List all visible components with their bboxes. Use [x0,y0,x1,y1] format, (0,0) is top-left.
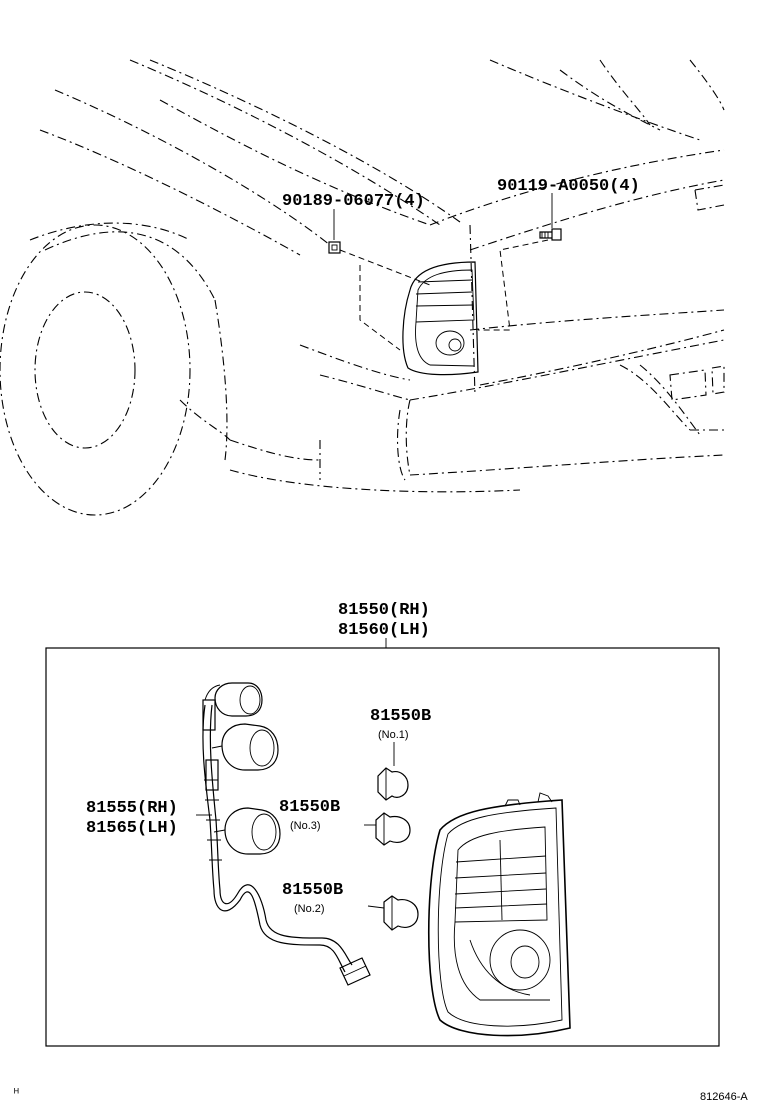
diagram-reference-code: 812646-A [700,1091,748,1103]
bulb-no1-part-number: 81550B [370,707,431,726]
screw-icon [539,228,562,241]
lamp-assembly-rh-label: 81550(RH) [338,601,430,620]
clip-part-number: 90189-06077(4) [282,192,425,211]
bulb-no2-part-number: 81550B [282,881,343,900]
bulb-no3-icon [375,812,411,846]
vehicle-rear-outline [29,59,725,493]
lamp-assembly-lh-label: 81560(LH) [338,621,430,640]
assembly-frame [45,647,720,1047]
rear-wheel [0,224,191,516]
footer-mark: ᴴ [14,1087,19,1099]
socket-wire-rh-label: 81555(RH) [86,799,178,818]
bulb-no2-position: (No.2) [294,903,325,915]
bulb-no3-part-number: 81550B [279,798,340,817]
screw-part-number: 90119-A0050(4) [497,177,640,196]
clip-icon [328,241,341,254]
socket-and-wire-harness [202,682,371,986]
installed-tail-lamp [402,261,479,376]
bulb-no1-position: (No.1) [378,729,409,741]
installation-guide-lines [339,239,549,351]
bulb-no3-position: (No.3) [290,820,321,832]
bulb-no2-icon [383,895,419,931]
bulb-no1-icon [377,767,409,801]
socket-wire-lh-label: 81565(LH) [86,819,178,838]
tail-lamp-lens [427,792,571,1037]
